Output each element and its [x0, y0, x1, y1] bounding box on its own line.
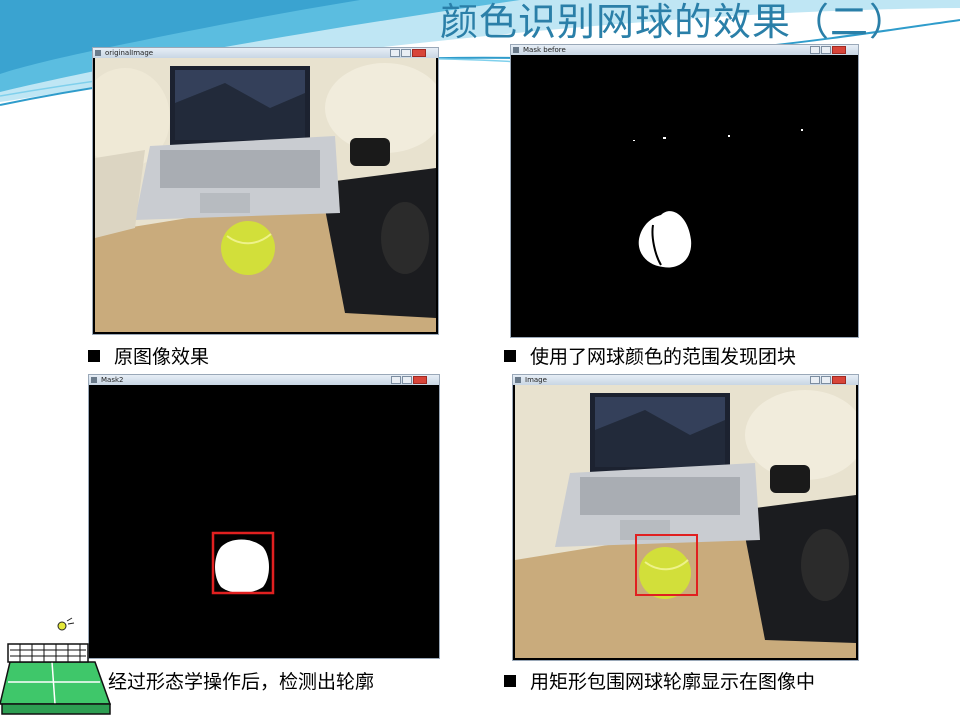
slide-title: 颜色识别网球的效果（二） [440, 0, 909, 44]
window-title: Mask2 [101, 376, 124, 384]
result-image-window[interactable]: Image [513, 375, 858, 660]
result-photo [515, 385, 856, 658]
bullet-icon [504, 350, 516, 362]
close-button[interactable] [413, 376, 427, 384]
bullet-icon [504, 675, 516, 687]
caption-original: 原图像效果 [88, 345, 209, 369]
close-button[interactable] [832, 376, 846, 384]
minimize-button[interactable] [391, 376, 401, 384]
mask-before-window[interactable]: Mask before [511, 45, 858, 337]
caption-mask-before: 使用了网球颜色的范围发现团块 [504, 345, 796, 369]
maximize-button[interactable] [401, 49, 411, 57]
caption-mask2: 经过形态学操作后，检测出轮廓 [82, 670, 374, 694]
minimize-button[interactable] [390, 49, 400, 57]
app-icon [95, 50, 101, 56]
close-button[interactable] [832, 46, 846, 54]
bullet-icon [88, 350, 100, 362]
close-button[interactable] [412, 49, 426, 57]
minimize-button[interactable] [810, 46, 820, 54]
caption-text: 使用了网球颜色的范围发现团块 [530, 346, 797, 368]
window-title: originalImage [105, 49, 154, 57]
mask2-window[interactable]: Mask2 [89, 375, 439, 658]
tennis-court-icon [0, 617, 112, 715]
caption-text: 经过形态学操作后，检测出轮廓 [108, 671, 375, 693]
original-photo [95, 58, 436, 332]
mask2-image [91, 385, 437, 656]
app-icon [515, 377, 521, 383]
caption-text: 用矩形包围网球轮廓显示在图像中 [530, 671, 816, 693]
mask-before-image [513, 55, 856, 335]
caption-result: 用矩形包围网球轮廓显示在图像中 [504, 670, 815, 694]
caption-text: 原图像效果 [114, 346, 210, 368]
window-title: Image [525, 376, 547, 384]
maximize-button[interactable] [402, 376, 412, 384]
window-titlebar[interactable]: originalImage [93, 48, 438, 58]
app-icon [91, 377, 97, 383]
window-titlebar[interactable]: Mask before [511, 45, 858, 55]
maximize-button[interactable] [821, 376, 831, 384]
window-titlebar[interactable]: Image [513, 375, 858, 385]
minimize-button[interactable] [810, 376, 820, 384]
app-icon [513, 47, 519, 53]
window-titlebar[interactable]: Mask2 [89, 375, 439, 385]
original-image-window[interactable]: originalImage [93, 48, 438, 334]
maximize-button[interactable] [821, 46, 831, 54]
window-title: Mask before [523, 46, 566, 54]
